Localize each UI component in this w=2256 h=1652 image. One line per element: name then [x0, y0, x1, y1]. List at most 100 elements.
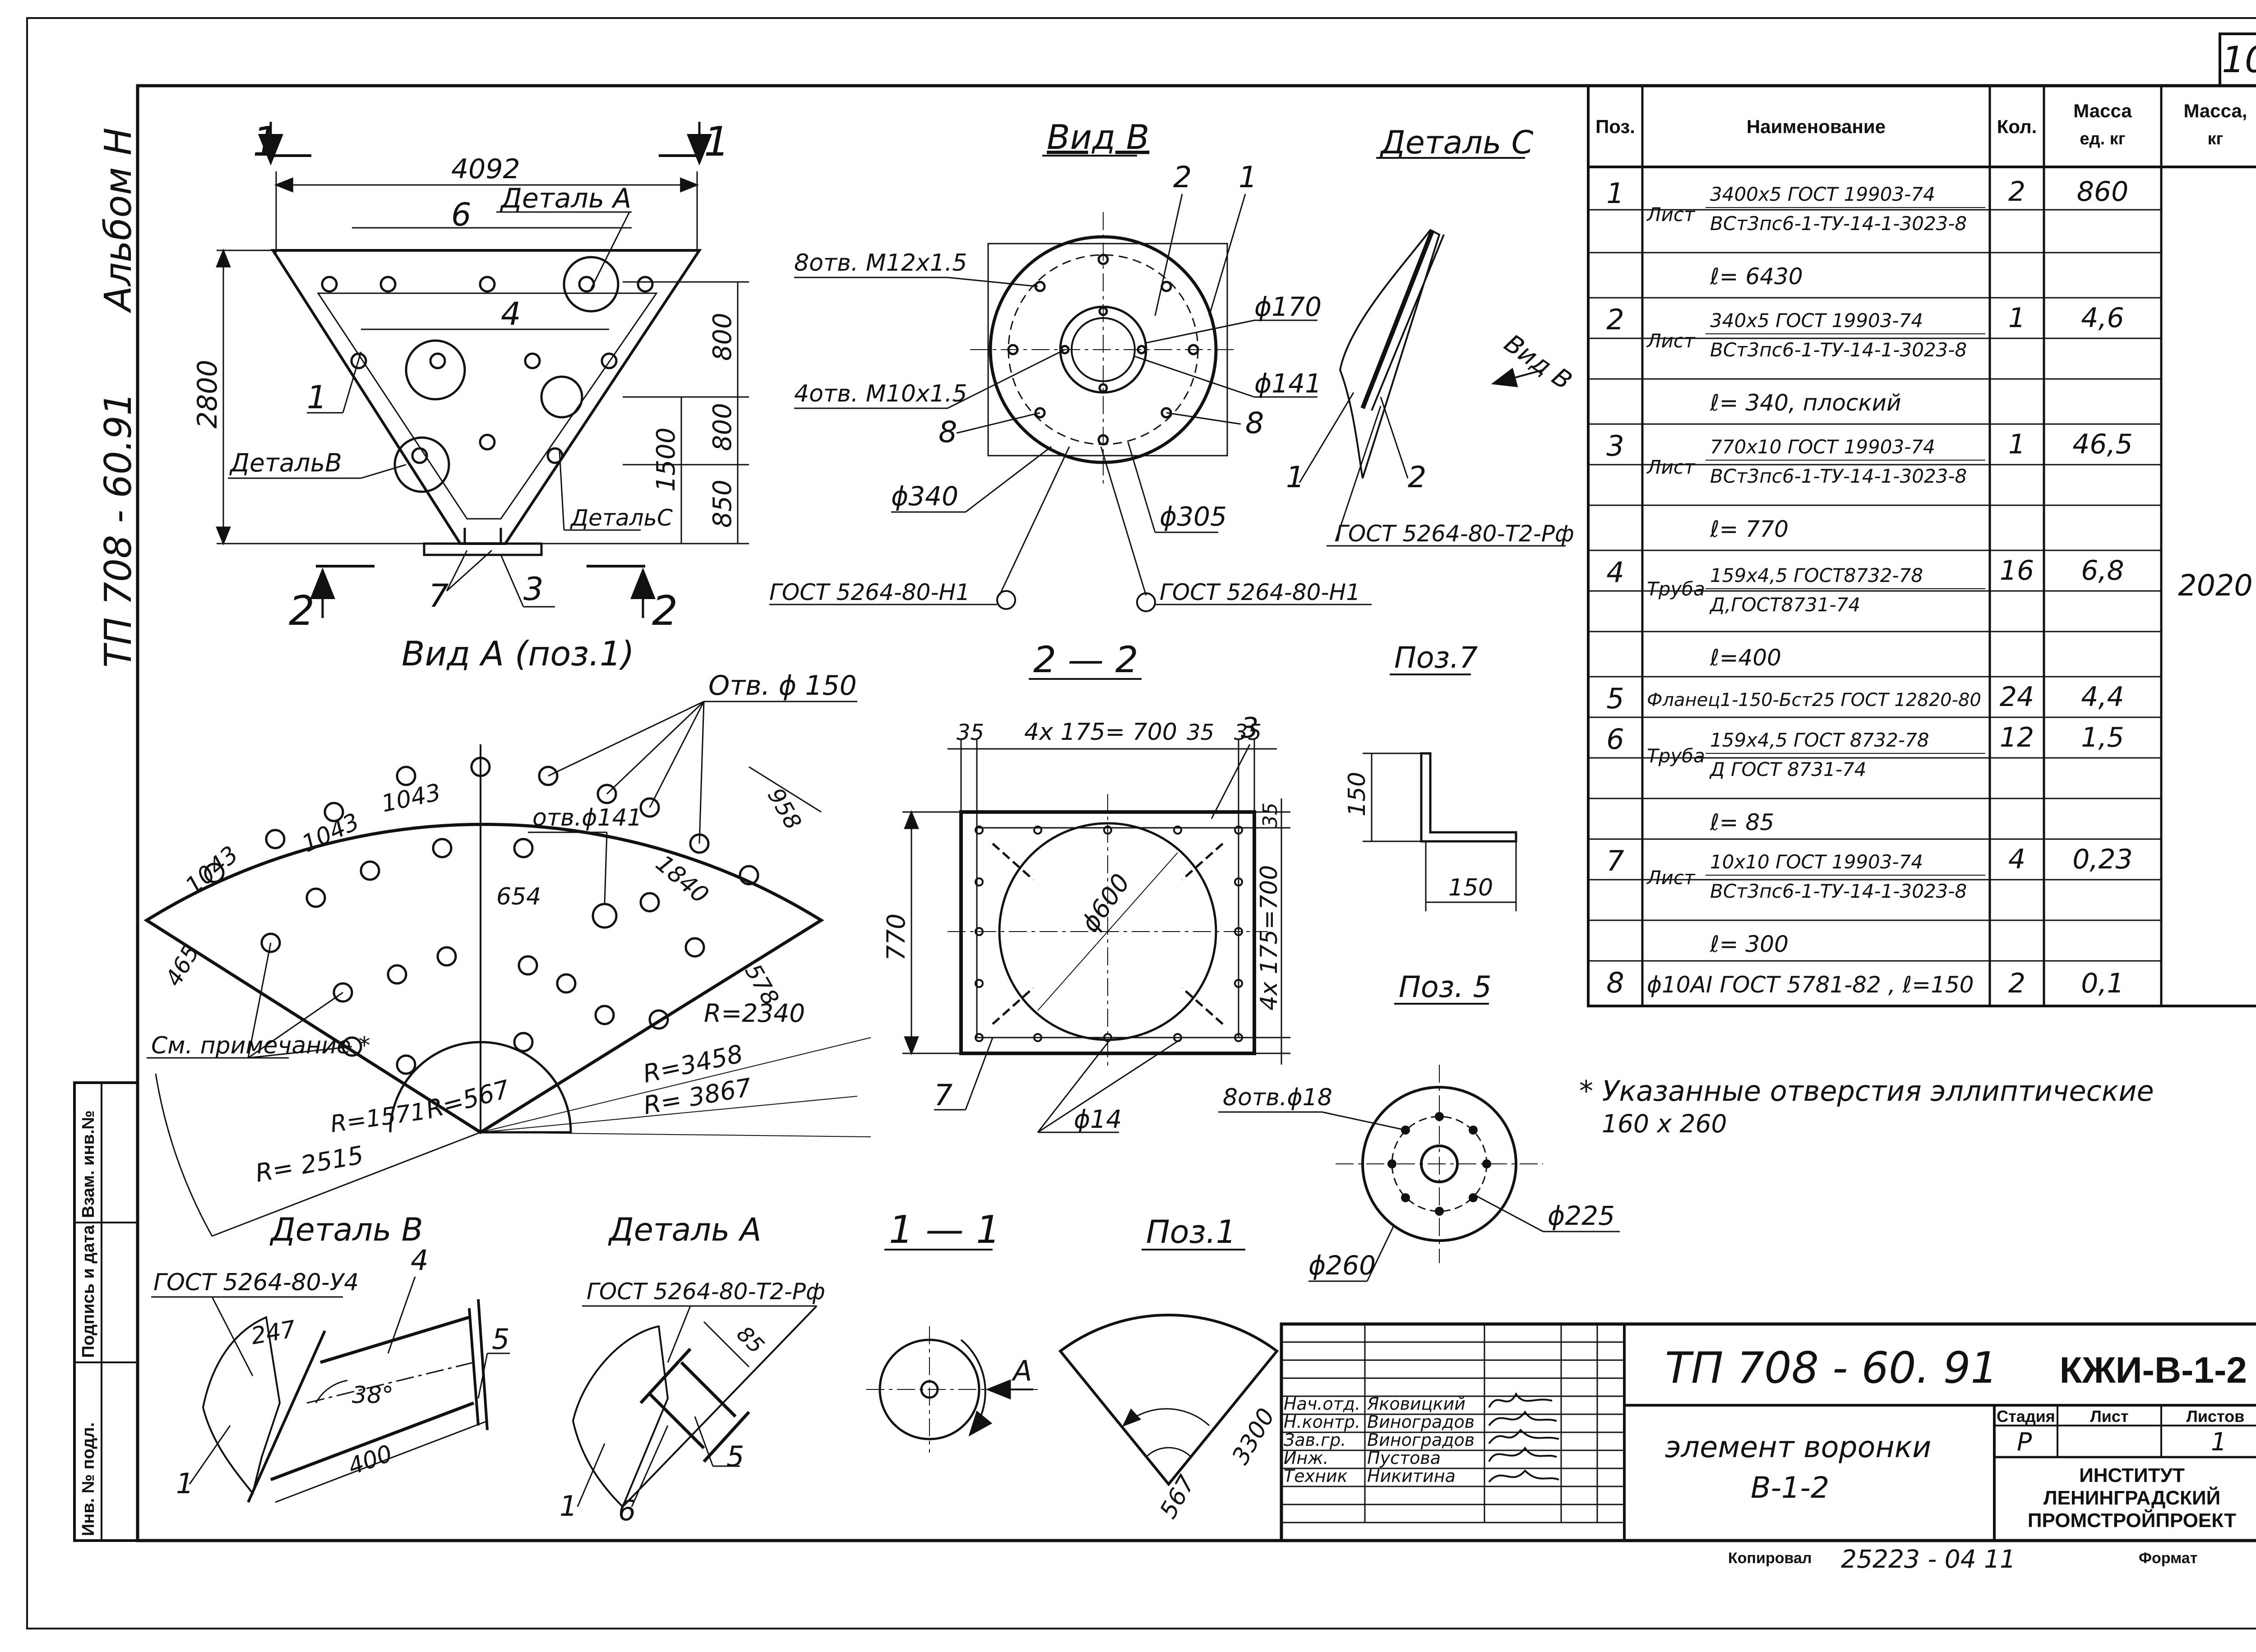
view-a-holes-150: Отв. ϕ 150	[708, 670, 857, 701]
album-label: Альбом Н	[97, 128, 140, 314]
title-role-5: Техник	[1284, 1466, 1348, 1486]
spec-row-7-name-bottom: ВСт3пс6-1-ТУ-14-1-3023-8	[1710, 880, 1967, 902]
view-b-gost-left: ГОСТ 5264-80-Н1	[769, 579, 970, 605]
spec-row-7-name-top: 10х10 ГОСТ 19903-74	[1710, 851, 1923, 873]
spec-row-2-extra: ℓ= 340, плоский	[1710, 390, 1901, 416]
spec-row-2-prefix: Лист	[1646, 330, 1696, 352]
funnel-label-detail-c: ДетальС	[570, 505, 673, 531]
spec-row-3-extra: ℓ= 770	[1710, 516, 1789, 542]
funnel-pos-7: 7	[429, 577, 449, 614]
spec-table: Поз. Наименование Кол. Масса ед. кг Масс…	[1587, 84, 2256, 1007]
detail-b-view: Деталь В ГОСТ 5264-80-У4 247 400 38° 4 5…	[151, 1211, 510, 1503]
view-a-dim-1840: 1840	[651, 850, 714, 909]
spec-row-3-name-top: 770х10 ГОСТ 19903-74	[1710, 436, 1935, 458]
section-2-2-dim-top: 4х 175= 700	[1024, 719, 1177, 746]
title-name-4: Пустова	[1367, 1448, 1441, 1468]
view-a-dim-465: 465	[160, 940, 204, 991]
spec-header-mass-sub: кг	[2208, 129, 2224, 148]
spec-row-8-pos: 8	[1606, 966, 1624, 999]
detail-a-pos-1: 1	[559, 1490, 577, 1523]
view-a-r2340: R=2340	[704, 999, 805, 1028]
spec-row-6-name-bottom: Д ГОСТ 8731-74	[1709, 758, 1866, 780]
spec-row-4-pos: 4	[1606, 556, 1624, 589]
section-2-2-d14: ϕ14	[1074, 1105, 1122, 1134]
detail-a-pos-5: 5	[726, 1440, 744, 1473]
view-a: Вид А (поз.1) Отв. ϕ 150	[143, 634, 871, 1237]
detail-b-dim-400: 400	[345, 1440, 396, 1481]
title-role-3: Зав.гр.	[1284, 1430, 1346, 1450]
spec-row-6-extra: ℓ= 85	[1710, 809, 1774, 835]
section-2-2-pos-3: 3	[1241, 711, 1258, 744]
spec-row-6-name-top: 159х4,5 ГОСТ 8732-78	[1710, 729, 1929, 751]
detail-a-gost: ГОСТ 5264-80-Т2-Рф	[587, 1278, 825, 1305]
side-stamp: Инв. № подл. Подпись и дата Взам. инв.№	[73, 1081, 139, 1542]
spec-row-2-mass: 4,6	[2081, 302, 2124, 334]
section-2-2-dim-35-a: 35	[957, 720, 984, 745]
section-2-2-d600: ϕ600	[1075, 868, 1135, 937]
spec-row-5-pos: 5	[1606, 682, 1624, 715]
spec-header-unit-mass: Масса	[2073, 100, 2132, 121]
spec-row-1-name-bottom: ВСт3пс6-1-ТУ-14-1-3023-8	[1710, 212, 1967, 235]
title-institute-1: ИНСТИТУТ	[2079, 1464, 2185, 1486]
detail-c-title: Деталь С	[1379, 124, 1534, 161]
view-b-pos-2: 2	[1173, 161, 1192, 194]
title-institute-3: ПРОМСТРОЙПРОЕКТ	[2028, 1509, 2236, 1532]
funnel-pos-6: 6	[451, 196, 472, 233]
title-doc-mark: КЖИ-В-1-2	[2060, 1350, 2247, 1391]
detail-b-dim-247: 247	[249, 1315, 298, 1350]
spec-row-1-pos: 1	[1606, 177, 1624, 210]
detail-c-pos-1: 1	[1286, 461, 1304, 494]
spec-row-3-pos: 3	[1606, 429, 1624, 462]
section-1-1-title: 1 — 1	[889, 1208, 1000, 1252]
spec-row-4-prefix: Труба	[1647, 578, 1705, 600]
section-mark-1-left: 1	[253, 118, 278, 166]
spec-row-3-qty: 1	[2008, 429, 2025, 460]
funnel-pos-1: 1	[307, 379, 327, 416]
spec-row-6-mass: 1,5	[2081, 722, 2124, 753]
spec-header-pos: Поз.	[1595, 116, 1635, 137]
title-name-line-1: элемент воронки	[1665, 1431, 1931, 1464]
detail-a-pos-6: 6	[618, 1494, 636, 1527]
spec-row-4-mass: 6,8	[2081, 555, 2124, 586]
spec-row-7-mass: 0,23	[2072, 844, 2133, 875]
dim-800-upper: 800	[708, 313, 737, 361]
poz7-title: Поз.7	[1394, 641, 1478, 675]
spec-row-5-name: Фланец1-150-Бст25 ГОСТ 12820-80	[1647, 690, 1981, 711]
detail-a-title: Деталь А	[608, 1211, 762, 1248]
detail-c-pos-2: 2	[1408, 461, 1426, 494]
spec-row-2-name-bottom: ВСт3пс6-1-ТУ-14-1-3023-8	[1710, 339, 1967, 361]
inner-frame	[136, 84, 2256, 1542]
spec-row-1-qty: 2	[2008, 176, 2025, 208]
spec-row-2-pos: 2	[1606, 303, 1624, 336]
dim-800-lower: 800	[708, 403, 737, 451]
section-2-2-dim-770: 770	[882, 914, 911, 961]
title-name-3: Виноградов	[1367, 1430, 1475, 1450]
title-doc-code: ТП 708 - 60. 91	[1665, 1343, 1998, 1393]
view-b-title: Вид В	[1047, 117, 1149, 157]
poz7-dim-150-h: 150	[1344, 772, 1371, 817]
dim-1500: 1500	[652, 427, 681, 492]
spec-row-7-extra: ℓ= 300	[1710, 931, 1789, 957]
view-b-holes-m12: 8отв. М12х1.5	[794, 249, 967, 277]
title-role-1: Нач.отд.	[1284, 1394, 1360, 1414]
section-2-2: 2 — 2 ϕ600 35 4х 175= 700 35 35	[882, 639, 1290, 1134]
title-name-5: Никитина	[1367, 1466, 1456, 1486]
title-sheets-value: 1	[2211, 1427, 2227, 1456]
section-mark-2-right: 2	[652, 587, 678, 635]
detail-c-gost: ГОСТ 5264-80-Т2-Рф	[1336, 521, 1574, 547]
view-a-r2515: R= 2515	[253, 1140, 365, 1188]
title-name-2: Виноградов	[1367, 1412, 1475, 1432]
note-line-2: 160 х 260	[1602, 1109, 1727, 1138]
poz1-dim-567: 567	[1155, 1471, 1201, 1523]
spec-row-8-mass: 0,1	[2081, 968, 2124, 999]
view-b-gost-right: ГОСТ 5264-80-Н1	[1160, 579, 1360, 605]
detail-c: Деталь С Вид В 1 2 ГОСТ 5264-80-Т2-Рф	[1286, 124, 1577, 547]
spec-row-3-name-bottom: ВСт3пс6-1-ТУ-14-1-3023-8	[1710, 465, 1967, 487]
spec-header-qty: Кол.	[1997, 116, 2037, 137]
title-institute-2: ЛЕНИНГРАДСКИЙ	[2043, 1486, 2220, 1509]
title-sheet-label: Лист	[2090, 1407, 2128, 1426]
title-block: Нач.отд. Яковицкий Н.контр. Виноградов З…	[1280, 1322, 2256, 1574]
detail-b-pos-5: 5	[492, 1323, 509, 1356]
spec-row-8-qty: 2	[2008, 968, 2025, 999]
